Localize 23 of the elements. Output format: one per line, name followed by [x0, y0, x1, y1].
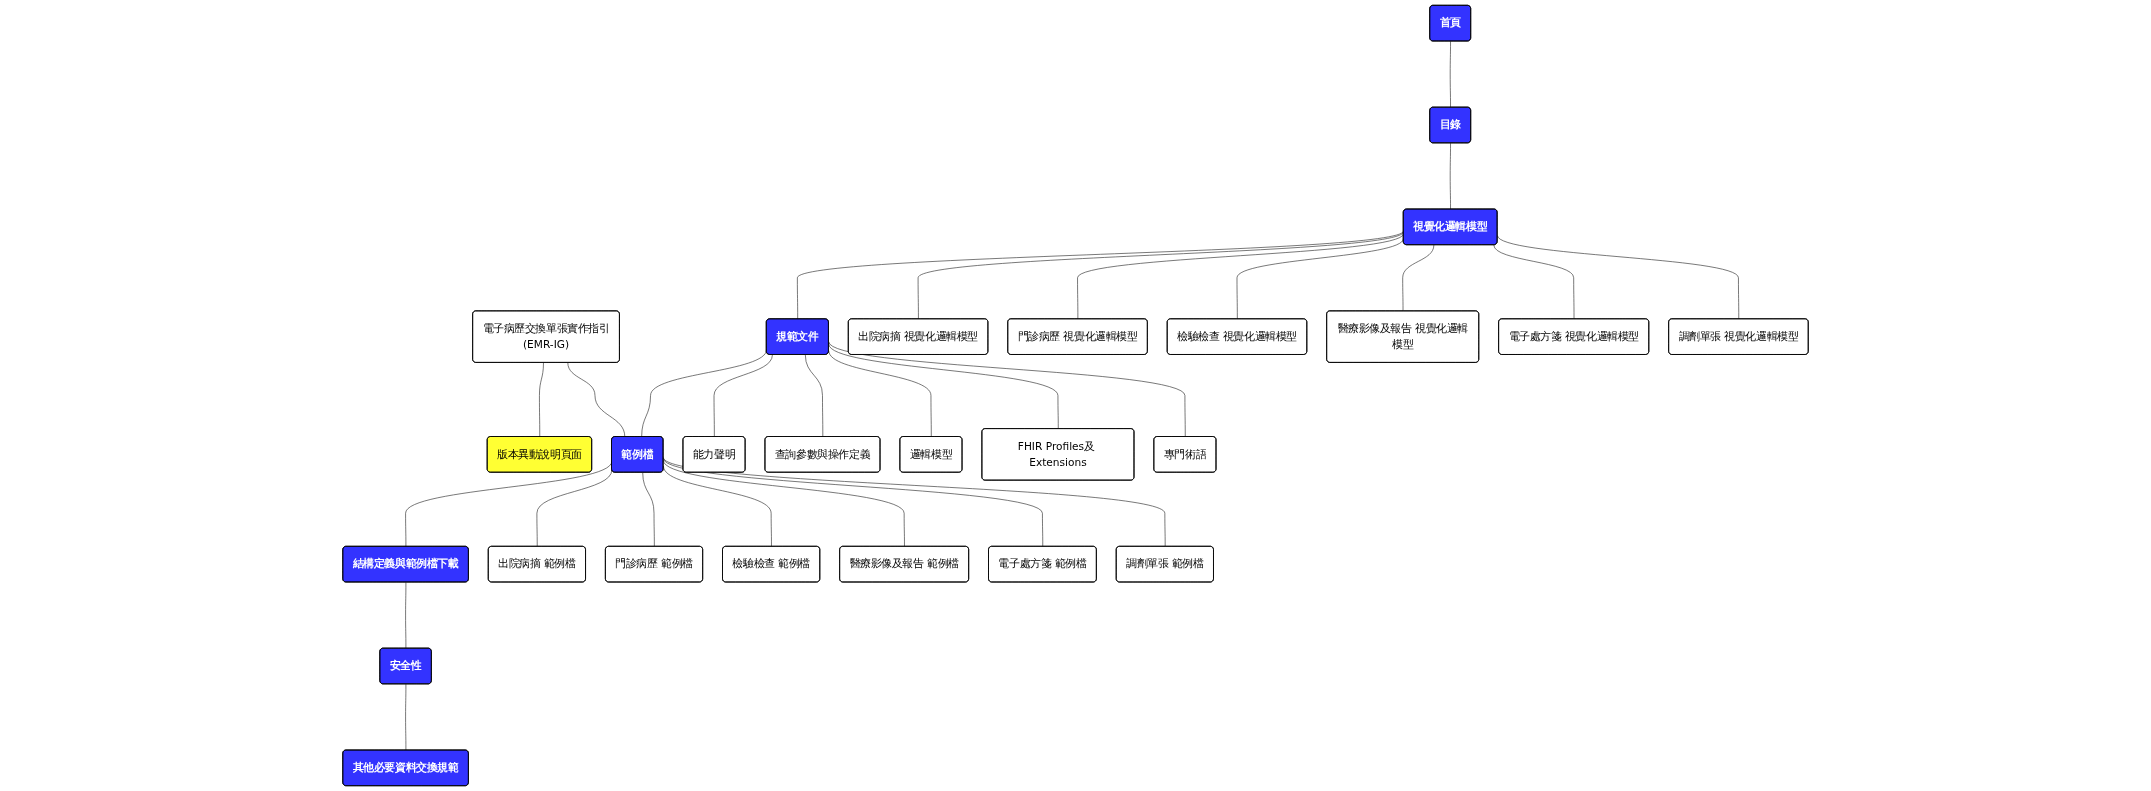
connector	[1493, 244, 1575, 320]
connector	[917, 231, 1404, 320]
connector	[1236, 238, 1404, 320]
connector	[804, 354, 824, 438]
connector	[1402, 244, 1435, 312]
connector	[828, 343, 1059, 430]
connector	[1497, 235, 1740, 320]
connector	[405, 582, 407, 649]
connector	[828, 341, 1186, 438]
connector	[536, 469, 613, 547]
connector	[1449, 41, 1451, 108]
connector	[797, 230, 1404, 320]
connector	[567, 362, 626, 438]
connector	[663, 457, 1166, 547]
connector	[539, 362, 544, 438]
connector	[1449, 142, 1451, 210]
connector	[828, 350, 932, 438]
connector	[405, 683, 407, 751]
connector	[713, 354, 773, 438]
connector	[663, 460, 905, 547]
connector	[642, 472, 655, 547]
connector	[1077, 233, 1404, 320]
connector	[663, 458, 1044, 547]
